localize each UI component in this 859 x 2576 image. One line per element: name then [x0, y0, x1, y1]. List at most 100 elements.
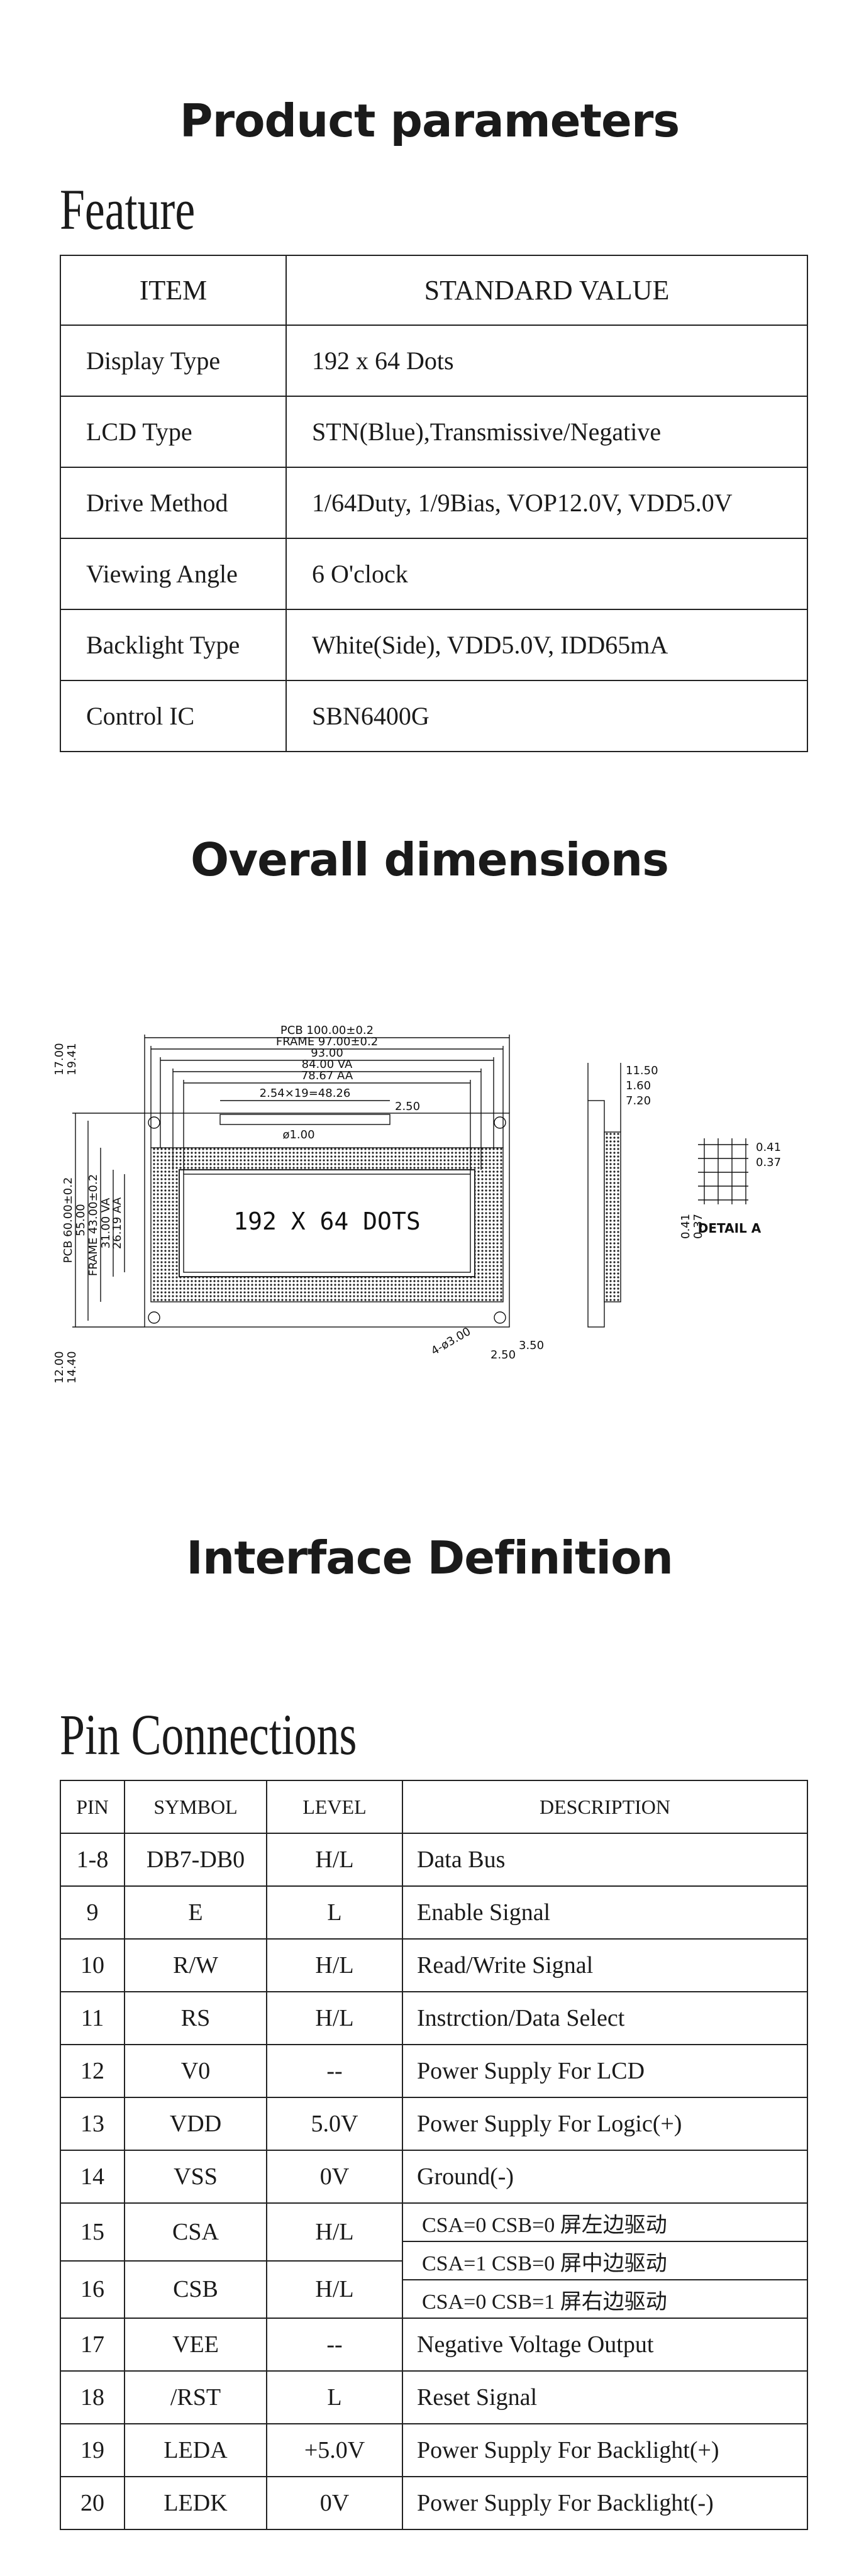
pin-level: L — [266, 1885, 403, 1940]
dim-250-bot: 2.50 — [490, 1348, 516, 1362]
pin-number: 13 — [60, 2097, 125, 2151]
pin-header-description: DESCRIPTION — [402, 1780, 808, 1834]
table-row: 19 LEDA +5.0V Power Supply For Backlight… — [60, 2423, 808, 2477]
dim-side-1150: 11.50 — [626, 1064, 658, 1077]
feature-value: 6 O'clock — [285, 538, 808, 610]
chip-select-line: CSA=0 CSB=1 屏右边驱动 — [422, 2290, 667, 2314]
pin-symbol: RS — [124, 1991, 267, 2045]
pin-description: Power Supply For LCD — [402, 2044, 808, 2098]
dim-93: 93.00 — [311, 1046, 343, 1060]
table-row: 16 CSB H/L — [60, 2260, 807, 2319]
side-view — [587, 1100, 605, 1328]
pin-number: 17 — [60, 2318, 125, 2372]
pin-symbol: VSS — [124, 2150, 267, 2204]
pin-level: H/L — [266, 1938, 403, 1992]
feature-item: Drive Method — [60, 467, 287, 539]
feature-value: STN(Blue),Transmissive/Negative — [285, 396, 808, 468]
feature-value: SBN6400G — [285, 680, 808, 752]
feature-row: LCD Type STN(Blue),Transmissive/Negative — [60, 396, 808, 468]
feature-item: Display Type — [60, 325, 287, 397]
pin-level: L — [266, 2370, 403, 2424]
table-row: 1-8 DB7-DB0 H/L Data Bus — [60, 1833, 808, 1887]
feature-value: White(Side), VDD5.0V, IDD65mA — [285, 609, 808, 681]
pin-header-pin: PIN — [60, 1780, 125, 1834]
chip-select-line: CSA=1 CSB=0 屏中边驱动 — [403, 2242, 807, 2280]
pin-symbol: R/W — [124, 1938, 267, 1992]
dim-17: 17.00 — [53, 1043, 66, 1075]
table-row: 20 LEDK 0V Power Supply For Backlight(-) — [60, 2476, 808, 2530]
feature-heading: Feature — [60, 177, 196, 242]
pin-level: -- — [266, 2044, 403, 2098]
pin-description: Power Supply For Backlight(-) — [402, 2476, 808, 2530]
dim-pin-dia: ø1.00 — [282, 1128, 314, 1141]
pin-level: 5.0V — [266, 2097, 403, 2151]
detail-a — [698, 1138, 748, 1204]
pin-header-level: LEVEL — [266, 1780, 403, 1834]
table-row: 18 /RST L Reset Signal — [60, 2370, 808, 2424]
pin-level: 0V — [266, 2150, 403, 2204]
chip-select-line: CSA=0 CSB=0 屏左边驱动 — [403, 2204, 807, 2242]
pin-level: 0V — [266, 2476, 403, 2530]
pin-description: Read/Write Signal — [402, 1938, 808, 1992]
dim-pcb-width: PCB 100.00±0.2 — [280, 1024, 374, 1037]
dim-va-height: 31.00 VA — [99, 1197, 113, 1248]
pin-number: 10 — [60, 1938, 125, 1992]
feature-header-value: STANDARD VALUE — [285, 255, 808, 326]
pin-table: PIN SYMBOL LEVEL DESCRIPTION 1-8 DB7-DB0… — [60, 1780, 808, 2530]
dim-hole: 4-ø3.00 — [429, 1325, 473, 1358]
dim-detail-037a: 0.37 — [756, 1156, 781, 1169]
dim-frame-width: FRAME 97.00±0.2 — [276, 1035, 378, 1048]
pin-number: 20 — [60, 2476, 125, 2530]
pin-symbol: V0 — [124, 2044, 267, 2098]
table-row: 13 VDD 5.0V Power Supply For Logic(+) — [60, 2097, 808, 2151]
dim-detail-037b: 0.37 — [692, 1214, 705, 1239]
feature-item: LCD Type — [60, 396, 287, 468]
pin-symbol: DB7-DB0 — [124, 1833, 267, 1887]
product-parameters-title: Product parameters — [179, 94, 680, 147]
table-row: 17 VEE -- Negative Voltage Output — [60, 2318, 808, 2372]
dim-pin-pitch: 2.54×19=48.26 — [260, 1087, 351, 1100]
dim-pcb-height: PCB 60.00±0.2 — [62, 1177, 75, 1263]
pin-symbol: LEDK — [124, 2476, 267, 2530]
pin-level: H/L — [266, 1833, 403, 1887]
pin-level: H/L — [266, 2260, 403, 2319]
dim-aa-height: 26.19 AA — [111, 1197, 124, 1249]
feature-table: ITEM STANDARD VALUE Display Type 192 x 6… — [60, 255, 808, 752]
pin-number: 1-8 — [60, 1833, 125, 1887]
feature-value: 1/64Duty, 1/9Bias, VOP12.0V, VDD5.0V — [285, 467, 808, 539]
pin-connections-heading: Pin Connections — [60, 1702, 357, 1767]
screen-text: 192 X 64 DOTS — [233, 1208, 420, 1235]
detail-label: DETAIL A — [698, 1221, 762, 1236]
pin-number: 19 — [60, 2423, 125, 2477]
pin-level: -- — [266, 2318, 403, 2372]
table-row: 10 R/W H/L Read/Write Signal — [60, 1938, 808, 1992]
chip-select-cell: CSA=0 CSB=0 屏左边驱动 CSA=1 CSB=0 屏中边驱动 CSA=… — [402, 2202, 808, 2319]
dim-144: 14.40 — [65, 1351, 79, 1384]
dim-side-720: 7.20 — [626, 1094, 651, 1108]
pin-number: 15 — [60, 2202, 125, 2262]
dim-side-160: 1.60 — [626, 1079, 651, 1092]
pin-header-symbol: SYMBOL — [124, 1780, 267, 1834]
feature-row: Backlight Type White(Side), VDD5.0V, IDD… — [60, 609, 808, 681]
pin-symbol: CSB — [124, 2260, 267, 2319]
pin-description: Negative Voltage Output — [402, 2318, 808, 2372]
pin-number: 14 — [60, 2150, 125, 2204]
pin-number: 12 — [60, 2044, 125, 2098]
pin-symbol: /RST — [124, 2370, 267, 2424]
pin-number: 16 — [60, 2260, 125, 2319]
pin-description: Ground(-) — [402, 2150, 808, 2204]
table-row: 12 V0 -- Power Supply For LCD — [60, 2044, 808, 2098]
feature-item: Viewing Angle — [60, 538, 287, 610]
feature-item: Control IC — [60, 680, 287, 752]
dim-250-top: 2.50 — [395, 1100, 420, 1113]
table-row: 15 CSA H/L CSA=0 CSB=0 屏左边驱动 CSA=1 CSB=0… — [60, 2202, 808, 2319]
pin-symbol: VEE — [124, 2318, 267, 2372]
overall-dimensions-title: Overall dimensions — [191, 833, 669, 886]
active-area — [183, 1174, 471, 1273]
pcb-outline — [144, 1113, 510, 1328]
pin-number: 11 — [60, 1991, 125, 2045]
pin-description: Reset Signal — [402, 2370, 808, 2424]
dim-aa-width: 78.67 AA — [301, 1069, 353, 1082]
dim-detail-041a: 0.41 — [756, 1141, 781, 1154]
dim-va-width: 84.00 VA — [302, 1058, 353, 1071]
